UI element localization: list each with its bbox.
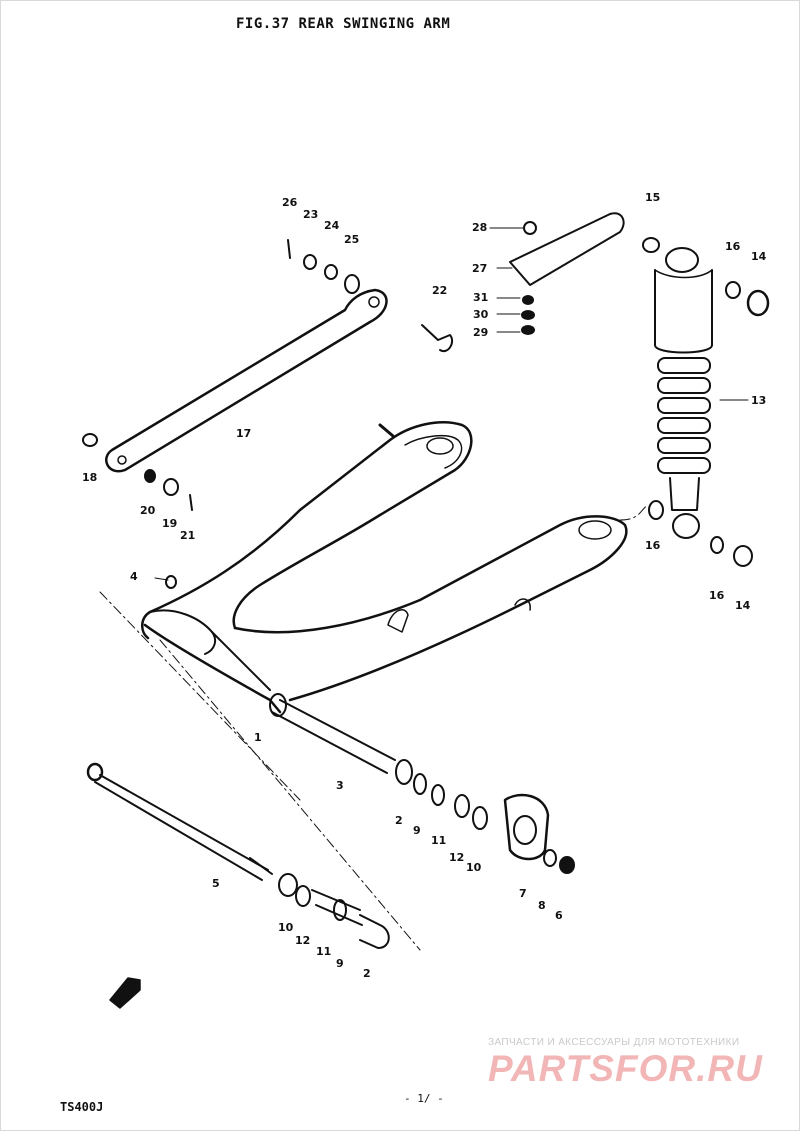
callout-10b: 10 (278, 921, 294, 934)
callout-16c: 16 (709, 589, 725, 602)
callout-18: 18 (82, 471, 98, 484)
callout-17: 17 (236, 427, 252, 440)
callout-14a: 14 (751, 250, 767, 263)
callout-5: 5 (212, 877, 220, 890)
watermark-tagline: ЗАПЧАСТИ И АКСЕССУАРЫ ДЛЯ МОТОТЕХНИКИ (488, 1037, 740, 1048)
callout-14b: 14 (735, 599, 751, 612)
callout-23: 23 (303, 208, 319, 221)
pivot-bolt (88, 764, 389, 948)
callout-25: 25 (344, 233, 360, 246)
callout-13: 13 (751, 394, 767, 407)
swing-arm (142, 422, 626, 712)
callout-9a: 9 (413, 824, 421, 837)
pivot-shaft (270, 694, 574, 873)
callout-4: 4 (130, 570, 138, 583)
callout-7: 7 (519, 887, 527, 900)
callout-29: 29 (473, 326, 489, 339)
callout-20: 20 (140, 504, 156, 517)
hardware (83, 238, 768, 1008)
callout-12b: 12 (295, 934, 311, 947)
callout-3: 3 (336, 779, 344, 792)
callout-1: 1 (254, 731, 262, 744)
torque-arm (106, 290, 386, 471)
callout-22: 22 (432, 284, 448, 297)
bracket (490, 213, 624, 285)
callout-8: 8 (538, 899, 546, 912)
callout-6: 6 (555, 909, 563, 922)
callout-28: 28 (472, 221, 488, 234)
leader-lines (155, 268, 748, 580)
callout-9b: 9 (336, 957, 344, 970)
callout-31: 31 (473, 291, 489, 304)
callout-16a: 16 (725, 240, 741, 253)
center-lines (100, 505, 648, 950)
callout-19: 19 (162, 517, 178, 530)
callout-16b: 16 (645, 539, 661, 552)
callout-26: 26 (282, 196, 298, 209)
page-number: - 1/ - (404, 1092, 444, 1105)
callout-21: 21 (180, 529, 196, 542)
callout-10a: 10 (466, 861, 482, 874)
callout-27: 27 (472, 262, 488, 275)
callout-24: 24 (324, 219, 340, 232)
rear-shock (655, 248, 712, 538)
callout-15: 15 (645, 191, 661, 204)
callout-2b: 2 (363, 967, 371, 980)
model-code: TS400J (60, 1100, 104, 1114)
figure-title: FIG.37 REAR SWINGING ARM (236, 16, 451, 32)
watermark-brand: PARTSFOR.RU (488, 1048, 763, 1089)
callout-12a: 12 (449, 851, 465, 864)
callout-30: 30 (473, 308, 489, 321)
callout-2a: 2 (395, 814, 403, 827)
callout-11b: 11 (316, 945, 332, 958)
callout-11a: 11 (431, 834, 447, 847)
